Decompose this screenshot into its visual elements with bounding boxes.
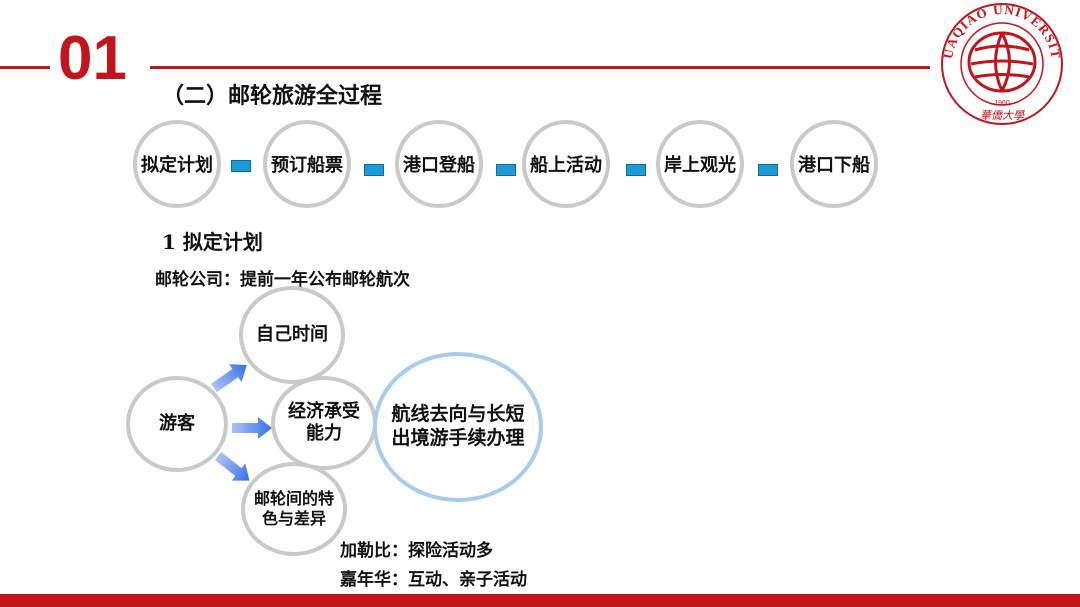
arrow-right-icon [232,417,272,439]
header-rule-left [0,66,50,69]
result-label: 出境游手续办理 [391,427,525,449]
factor-cruise-differences: 邮轮间的特 色与差异 [241,462,347,556]
process-connector [758,164,778,176]
process-connector [496,164,516,176]
factor-label: 能力 [306,423,342,444]
process-step-disembark: 港口下船 [790,120,878,208]
step-label: 港口登船 [403,155,475,176]
logo-chinese: 華僑大學 [980,109,1025,122]
factor-own-time: 自己时间 [239,286,345,384]
section-description: 邮轮公司：提前一年公布邮轮航次 [155,270,410,290]
process-step-onboard-activities: 船上活动 [522,120,610,208]
step-label: 岸上观光 [664,155,736,176]
visitor-label: 游客 [159,412,195,434]
factor-label: 邮轮间的特 [253,489,334,508]
process-connector [231,160,251,172]
step-label: 港口下船 [798,155,870,176]
step-label: 船上活动 [530,155,602,176]
process-step-shore-sightseeing: 岸上观光 [656,120,744,208]
arrow-right-icon [211,364,247,393]
page-subtitle: （二）邮轮旅游全过程 [162,84,383,109]
route-and-procedures-node: 航线去向与长短 出境游手续办理 [373,352,543,502]
result-label: 航线去向与长短 [391,403,525,426]
footer-bar [0,594,1080,607]
visitor-node: 游客 [126,376,228,472]
header-rule-right [150,66,930,69]
factor-economic-capacity: 经济承受 能力 [271,376,377,470]
section-heading: 1 拟定计划 [162,230,263,254]
process-step-plan: 拟定计划 [133,120,221,208]
process-connector [626,164,646,176]
note-caribbean: 加勒比：探险活动多 [340,541,493,561]
note-carnival: 嘉年华：互动、亲子活动 [340,570,527,590]
logo-year: 1960 [994,100,1010,107]
factor-label: 色与差异 [261,509,326,528]
step-label: 拟定计划 [141,155,213,176]
process-connector [364,164,384,176]
factor-label: 自己时间 [256,323,328,345]
university-logo: HUAQIAO UNIVERSITY 1960 華僑大學 [929,0,1069,126]
factor-label: 经济承受 [288,400,360,422]
process-step-boarding: 港口登船 [395,120,483,208]
section-number: 01 [58,24,127,93]
step-label: 预订船票 [271,155,343,176]
process-step-book-ticket: 预订船票 [263,120,351,208]
arrow-right-icon [214,452,250,481]
